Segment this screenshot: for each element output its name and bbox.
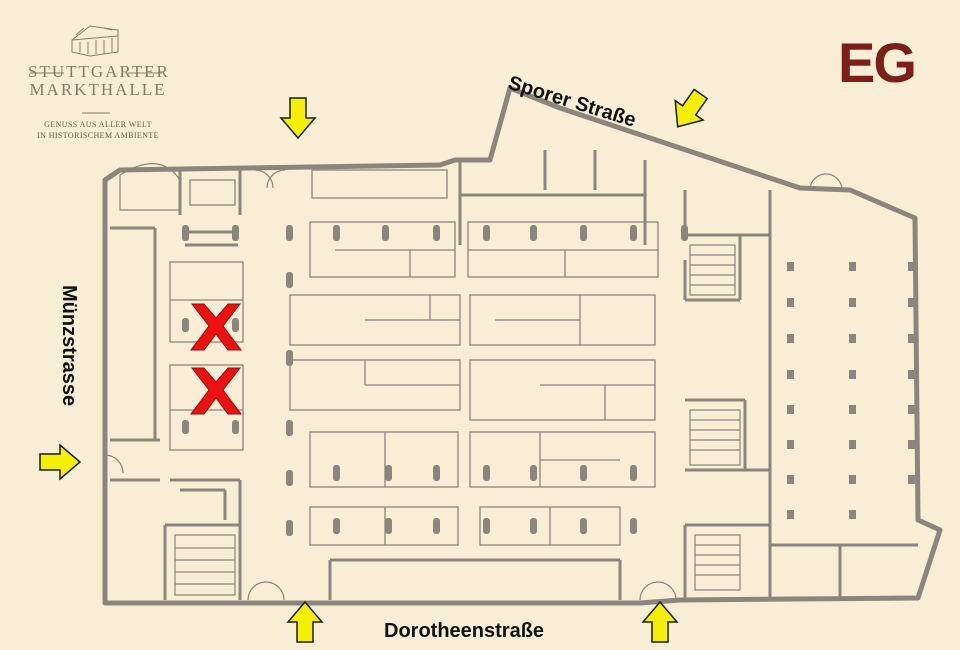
logo-tagline-line2: IN HISTORISCHEM AMBIENTE <box>37 131 159 140</box>
market-stalls <box>169 169 659 546</box>
logo-name-line2: MARKTHALLE <box>29 80 167 99</box>
interior-walls <box>110 150 918 600</box>
yellow-arrow-icon <box>280 97 316 139</box>
logo-tagline-line1: GENUSS AUS ALLER WELT <box>44 120 152 129</box>
red-x-icon <box>190 367 242 415</box>
columns <box>182 225 915 536</box>
yellow-arrow-icon <box>39 444 81 480</box>
street-dorotheenstrasse: Dorotheenstraße <box>384 620 545 642</box>
yellow-arrow-icon <box>642 601 678 643</box>
floor-label: EG <box>838 31 917 94</box>
street-muenzstrasse: Münzstrasse <box>58 285 80 407</box>
red-x-icon <box>190 303 242 351</box>
yellow-arrow-icon <box>287 601 323 643</box>
markthalle-building-icon <box>71 25 119 57</box>
logo-name-line1: STUTTGARTER <box>28 62 170 81</box>
doors <box>104 169 843 601</box>
yellow-arrow-icon <box>663 83 716 138</box>
closed-markers <box>190 303 242 415</box>
building-walls <box>102 85 943 606</box>
stairs <box>119 163 741 596</box>
